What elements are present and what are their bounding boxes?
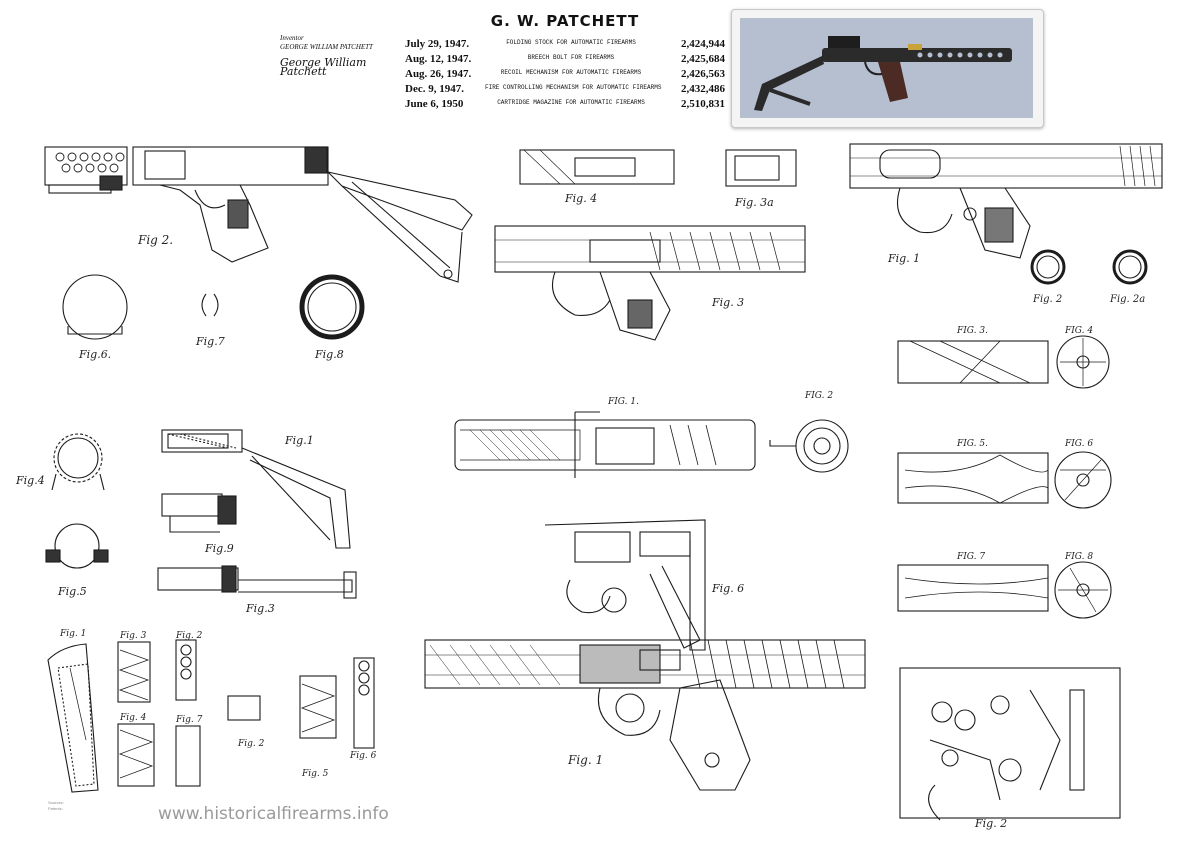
patent-date: Aug. 26, 1947.	[405, 68, 472, 80]
inventor-label: Inventor	[280, 34, 304, 42]
stock-fig8-drawing	[299, 274, 365, 340]
fig-label: Fig. 1	[887, 252, 920, 265]
patent-description: CARTRIDGE MAGAZINE FOR AUTOMATIC FIREARM…	[497, 99, 645, 106]
watermark-link[interactable]: www.historicalfirearms.info	[158, 804, 389, 824]
fig-label: Fig. 4	[119, 713, 147, 723]
fig-label: Fig. 2	[1032, 294, 1062, 305]
fire-fig2-drawing	[769, 419, 849, 473]
recoil-fig2a-drawing	[1112, 249, 1148, 285]
fig-label: Fig. 1	[59, 629, 86, 639]
recoil-fig1-drawing	[849, 143, 1163, 259]
patent-row: Dec. 9, 1947. FIRE CONTROLLING MECHANISM…	[405, 83, 725, 98]
mag-fig4-drawing	[1056, 335, 1110, 389]
stock-fig9-drawing	[161, 493, 237, 533]
fig-label: Fig. 6	[711, 582, 744, 595]
stock-fig1-drawing	[161, 429, 351, 549]
fig-label: Fig. 2	[237, 739, 265, 749]
weapon-photo	[740, 18, 1033, 118]
bolt-fig3-drawing	[494, 225, 806, 341]
fig-label: Fig.1	[284, 434, 314, 447]
patent-date: Aug. 12, 1947.	[405, 53, 472, 65]
patent-row: July 29, 1947. FOLDING STOCK FOR AUTOMAT…	[405, 38, 725, 53]
weapon-photo-frame	[731, 9, 1044, 128]
patent-list: July 29, 1947. FOLDING STOCK FOR AUTOMAT…	[405, 38, 725, 113]
patent-number: 2,510,831	[681, 98, 725, 110]
fig-label: Fig.7	[195, 335, 225, 348]
magazine-spring-drawings	[117, 639, 375, 787]
fig-label: FIG. 3.	[956, 326, 988, 336]
fig-label: Fig.3	[245, 602, 275, 615]
patent-date: Dec. 9, 1947.	[405, 83, 464, 95]
patent-description: BREECH BOLT FOR FIREARMS	[527, 54, 615, 61]
fig-label: Fig.6.	[78, 348, 111, 361]
credits-line: Patents:	[48, 806, 63, 811]
stock-fig6-drawing	[62, 274, 128, 340]
patent-number: 2,432,486	[681, 83, 725, 95]
bolt-fig4-drawing	[519, 149, 675, 185]
fig-label: Fig. 2	[175, 631, 203, 641]
stock-fig3-drawing	[157, 565, 357, 599]
fig-label: Fig 2.	[137, 233, 173, 247]
fig-label: Fig.5	[57, 585, 87, 598]
credits-block: Sources: Patents:	[48, 800, 148, 812]
patent-description: RECOIL MECHANISM FOR AUTOMATIC FIREARMS	[500, 69, 642, 76]
fig-label: Fig. 4	[564, 192, 597, 205]
patent-row: Aug. 26, 1947. RECOIL MECHANISM FOR AUTO…	[405, 68, 725, 83]
stock-fig4-drawing	[51, 433, 105, 491]
inventor-name: GEORGE WILLIAM PATCHETT	[280, 43, 373, 51]
inventor-block: Inventor GEORGE WILLIAM PATCHETT George …	[280, 34, 390, 78]
page-title: G. W. PATCHETT	[490, 12, 640, 30]
fig-label: Fig. 5	[301, 769, 329, 779]
fig-label: Fig. 3	[711, 296, 744, 309]
patent-row: Aug. 12, 1947. BREECH BOLT FOR FIREARMS …	[405, 53, 725, 68]
patent-date: June 6, 1950	[405, 98, 464, 110]
fire-fig1-drawing	[454, 411, 756, 478]
fig-label: Fig. 3	[119, 631, 147, 641]
patent-date: July 29, 1947.	[405, 38, 470, 50]
stock-fig7-drawing	[201, 293, 219, 317]
fig-label: FIG. 1.	[607, 397, 639, 407]
inventor-signature: George William Patchett	[280, 56, 367, 78]
fig-label: FIG. 5.	[956, 439, 988, 449]
trig-fig1-drawing	[424, 639, 866, 791]
patent-description: FOLDING STOCK FOR AUTOMATIC FIREARMS	[506, 39, 636, 46]
fig-label: Fig.4	[15, 474, 45, 487]
patent-row: June 6, 1950 CARTRIDGE MAGAZINE FOR AUTO…	[405, 98, 725, 113]
fig-label: Fig. 2	[974, 817, 1007, 830]
magazine-fig1-drawing	[47, 643, 99, 793]
mag-fig7-drawing	[897, 564, 1049, 612]
mag-fig6-drawing	[1054, 451, 1112, 509]
fig-label: Fig.9	[204, 542, 234, 555]
stock-fig2-drawing	[44, 146, 473, 283]
bolt-fig3a-drawing	[725, 149, 797, 187]
fig-label: Fig. 2a	[1109, 294, 1145, 305]
stock-fig5-drawing	[45, 523, 109, 569]
fig-label: FIG. 4	[1064, 326, 1093, 336]
fig-label: Fig.8	[314, 348, 344, 361]
patent-number: 2,426,563	[681, 68, 725, 80]
patent-number: 2,424,944	[681, 38, 725, 50]
fig-label: FIG. 8	[1064, 552, 1093, 562]
fig-label: FIG. 2	[804, 391, 833, 401]
fig-label: Fig. 6	[349, 751, 377, 761]
mech-fig2-drawing	[899, 667, 1121, 821]
mag-fig5-drawing	[897, 452, 1049, 504]
smg-photo-icon	[740, 18, 1033, 118]
mag-fig3-drawing	[897, 340, 1049, 384]
fig-label: FIG. 6	[1064, 439, 1093, 449]
fig-label: FIG. 7	[956, 552, 985, 562]
mag-fig8-drawing	[1054, 561, 1112, 619]
fig-label: Fig. 1	[567, 753, 603, 767]
fig-label: Fig. 7	[175, 715, 203, 725]
patent-description: FIRE CONTROLLING MECHANISM FOR AUTOMATIC…	[485, 84, 662, 91]
patent-number: 2,425,684	[681, 53, 725, 65]
fig-label: Fig. 3a	[734, 196, 774, 209]
trig-fig6-drawing	[544, 519, 706, 651]
credits-line: Sources:	[48, 800, 64, 805]
recoil-fig2-drawing	[1030, 249, 1066, 285]
